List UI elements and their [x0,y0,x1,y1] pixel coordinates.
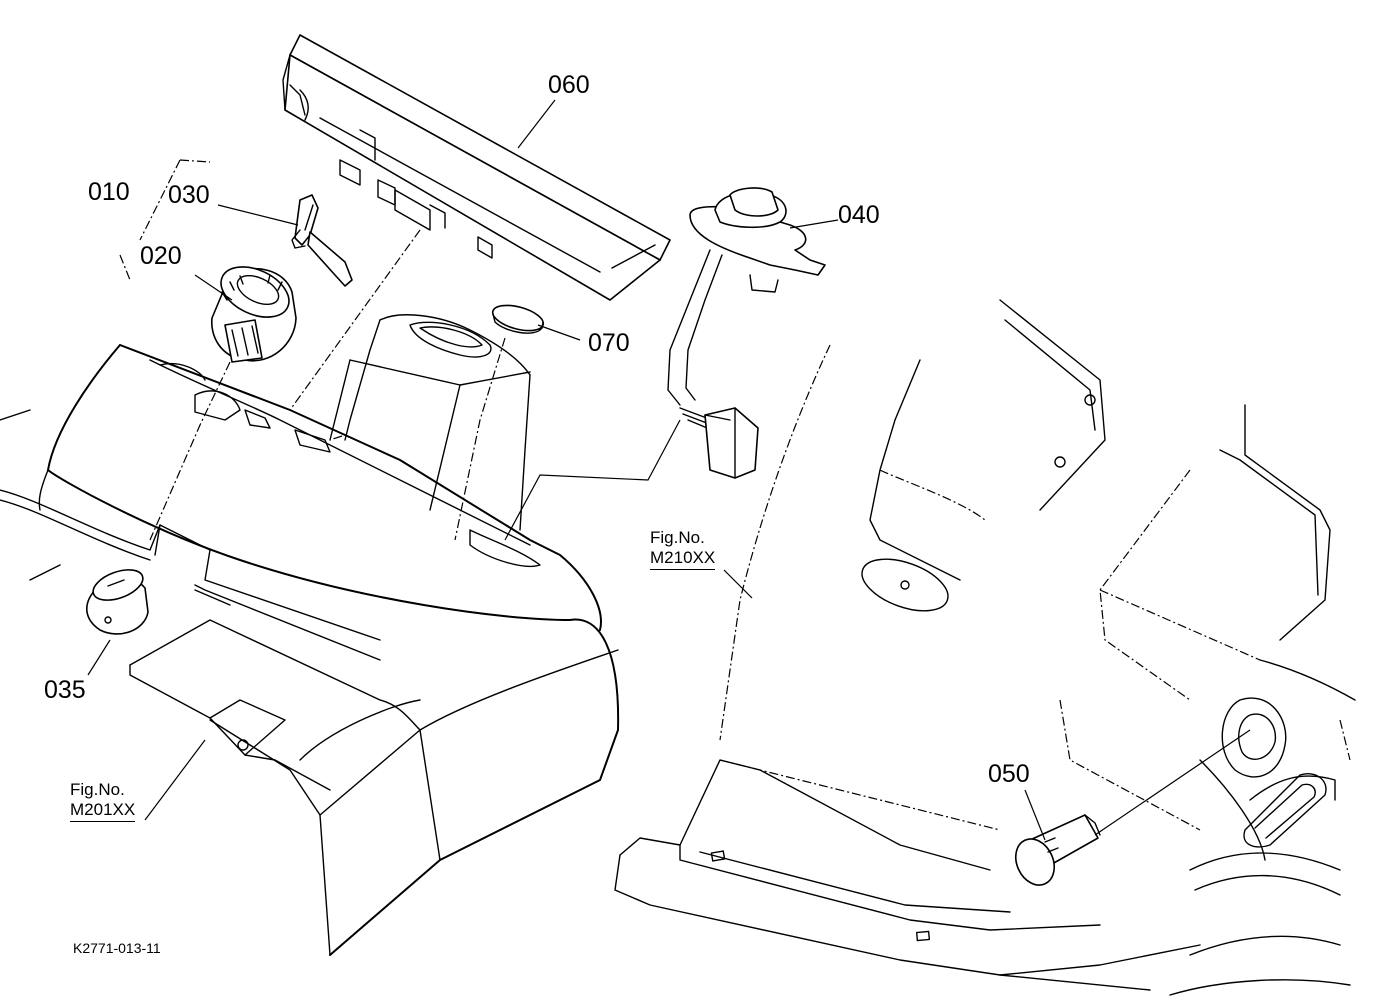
figure-ref-prefix: Fig.No. [650,528,705,547]
label-part-070: 070 [588,329,630,357]
steering-tower [329,314,531,531]
figure-ref-prefix: Fig.No. [70,780,125,799]
figure-ref-code: M201XX [70,800,136,822]
panel-cover [0,344,620,956]
label-part-040: 040 [838,201,880,229]
part-030-key [291,194,353,287]
part-035-plug [86,569,149,635]
part-060-meter-panel [282,34,671,301]
figure-ref-code: M210XX [650,548,716,570]
part-020-key-switch [210,266,297,363]
label-part-020: 020 [140,242,182,270]
chassis-frame [614,299,1356,996]
part-040-sensor [667,187,826,479]
part-050-socket [1014,814,1101,886]
part-070-plug [491,304,545,334]
label-part-010: 010 [88,178,130,206]
assembly-lines [119,159,1251,836]
label-part-060: 060 [548,71,590,99]
figure-ref-m201xx[interactable]: Fig.No. M201XX [70,780,136,822]
document-id: K2771-013-11 [73,940,161,956]
label-part-035: 035 [44,676,86,704]
label-part-030: 030 [168,181,210,209]
leader-lines [87,99,1046,841]
label-part-050: 050 [988,760,1030,788]
figure-ref-m210xx[interactable]: Fig.No. M210XX [650,528,716,570]
